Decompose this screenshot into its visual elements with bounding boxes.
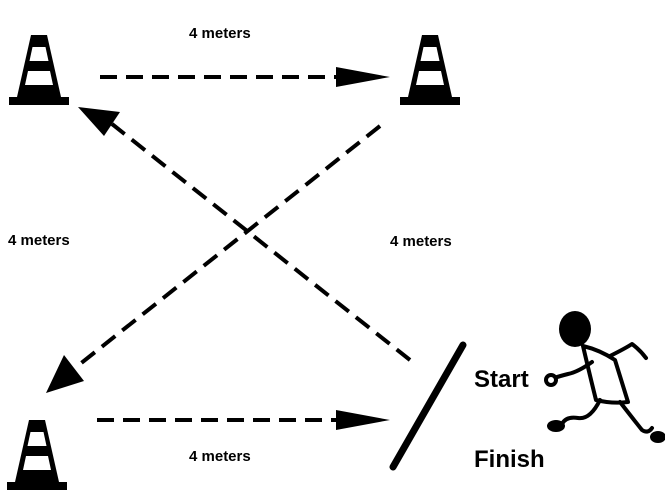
cone-bottom-left-icon — [7, 420, 67, 490]
bottom-distance-label: 4 meters — [189, 448, 251, 465]
right-distance-label: 4 meters — [390, 233, 452, 250]
start-finish-line — [389, 341, 467, 471]
arrow-diagonal-to-bottom-left — [46, 124, 382, 393]
start-label: Start — [474, 366, 529, 393]
arrow-diagonal-to-top-left — [78, 107, 412, 362]
cone-top-right-icon — [400, 35, 460, 105]
runner-icon — [544, 311, 665, 443]
arrow-top — [100, 67, 390, 87]
arrow-bottom — [97, 410, 390, 430]
cone-top-left-icon — [9, 35, 69, 105]
top-distance-label: 4 meters — [189, 25, 251, 42]
left-distance-label: 4 meters — [8, 232, 70, 249]
finish-label: Finish — [474, 446, 545, 473]
